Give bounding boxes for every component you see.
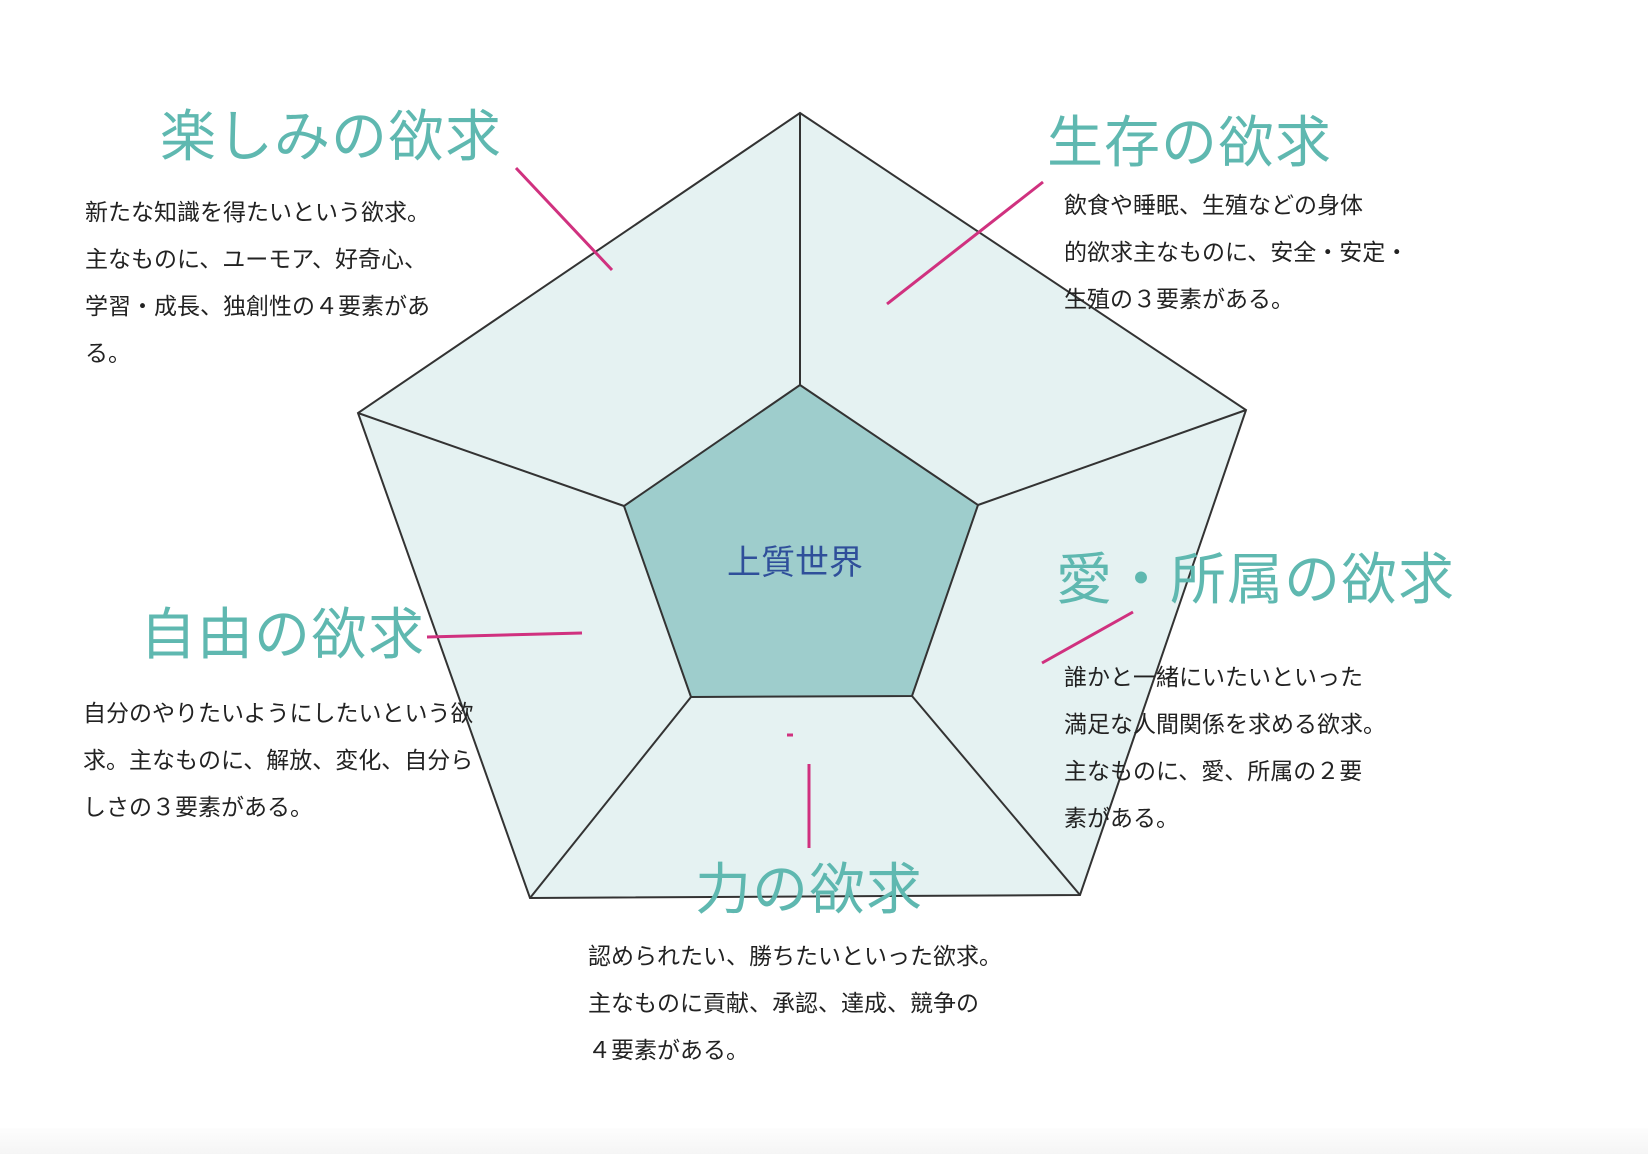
description-fun: 新たな知識を得たいという欲求。 主なものに、ユーモア、好奇心、 学習・成長、独創… xyxy=(85,200,430,367)
spoke-right xyxy=(977,409,1247,506)
connector-love xyxy=(1041,610,1134,665)
spoke-left xyxy=(357,412,625,507)
description-freedom: 自分のやりたいようにしたいという欲 求。主なものに、解放、変化、自分ら しさの３… xyxy=(83,701,474,821)
heading-freedom: 自由の欲求 xyxy=(140,603,425,668)
heading-love-belonging: 愛・所属の欲求 xyxy=(1056,548,1455,613)
inner-pentagon xyxy=(622,383,980,699)
description-power: 認められたい、勝ちたいといった欲求。 主なものに貢献、承認、達成、競争の ４要素… xyxy=(588,944,1002,1064)
description-survival: 飲食や睡眠、生殖などの身体 的欲求主なものに、安全・安定・ 生殖の３要素がある。 xyxy=(1064,193,1409,313)
spoke-bottom-left xyxy=(529,696,692,899)
spoke-bottom-right xyxy=(911,695,1081,896)
heading-survival: 生存の欲求 xyxy=(1047,111,1332,176)
heading-power: 力の欲求 xyxy=(695,858,923,923)
connector-survival xyxy=(886,180,1044,306)
description-love-belonging: 誰かと一緒にいたいといった 満足な人間関係を求める欲求。 主なものに、愛、所属の… xyxy=(1064,665,1386,832)
bottom-strip xyxy=(0,1128,1648,1154)
connector-freedom xyxy=(426,631,583,639)
connector-fun xyxy=(514,166,614,272)
heading-fun: 楽しみの欲求 xyxy=(160,105,502,170)
center-label: 上質世界 xyxy=(727,543,863,583)
